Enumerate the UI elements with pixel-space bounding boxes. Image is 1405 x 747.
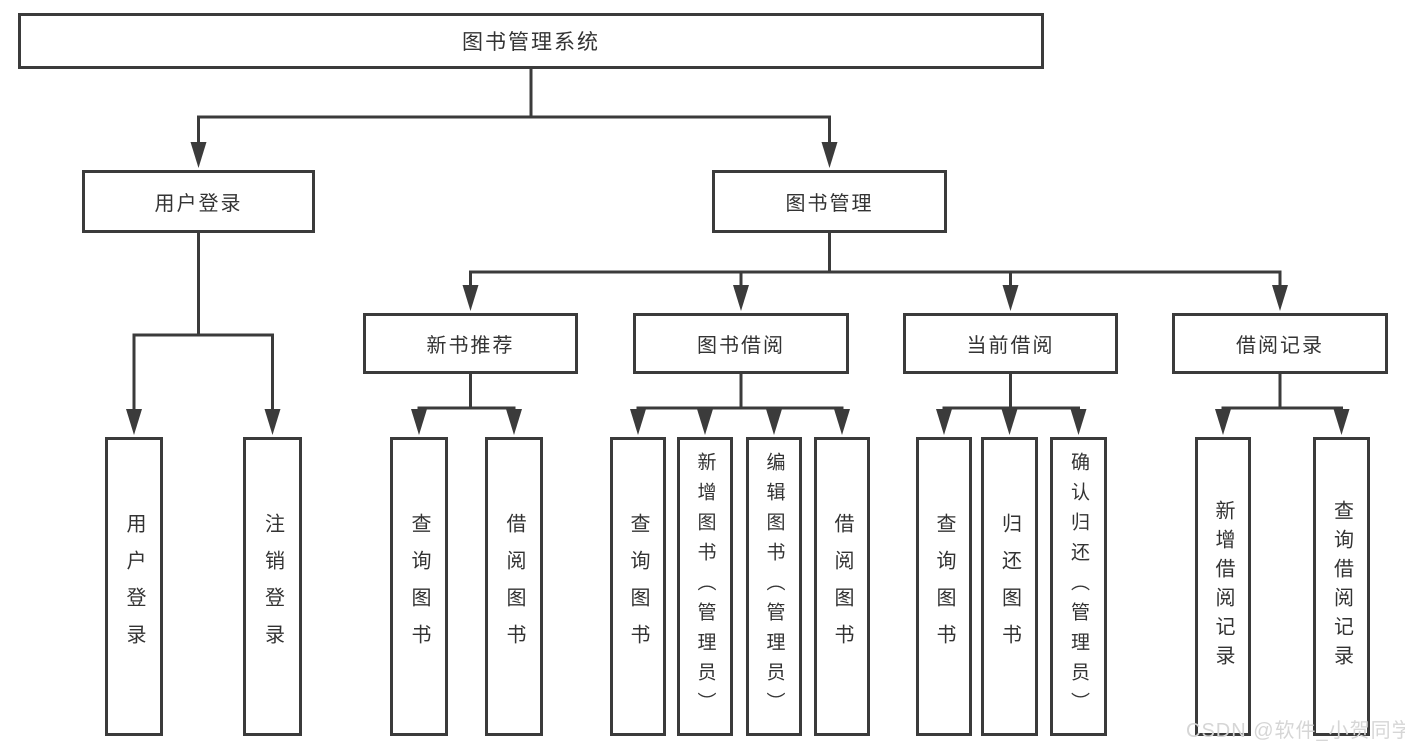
node-book-management-label: 图书管理 xyxy=(785,193,874,215)
node-user-login: 用户登录 xyxy=(82,170,315,233)
leaf-recommend-query-books-label: 查询图书 xyxy=(408,512,430,661)
leaf-recommend-query-books: 查询图书 xyxy=(390,437,448,736)
connector-root xyxy=(197,69,831,144)
leaf-add-books-admin: 新增图书（管理员） xyxy=(677,437,733,736)
connector-new-book-recommend xyxy=(417,374,516,412)
leaf-add-books-admin-label: 新增图书（管理员） xyxy=(694,451,716,722)
leaf-current-query-books-label: 查询图书 xyxy=(933,512,955,661)
node-root-label: 图书管理系统 xyxy=(462,31,600,54)
node-book-management: 图书管理 xyxy=(712,170,947,233)
watermark: CSDN @软件_小贺同学 xyxy=(1186,720,1405,742)
leaf-return-books: 归还图书 xyxy=(981,437,1038,736)
node-book-borrow: 图书借阅 xyxy=(633,313,849,374)
leaf-query-borrow-record-label: 查询借阅记录 xyxy=(1330,499,1353,674)
leaf-add-borrow-record: 新增借阅记录 xyxy=(1195,437,1251,736)
connector-current-borrow xyxy=(942,374,1080,412)
node-new-book-recommend-label: 新书推荐 xyxy=(426,335,515,357)
node-borrow-records-label: 借阅记录 xyxy=(1236,335,1324,357)
leaf-confirm-return-admin-label: 确认归还（管理员） xyxy=(1068,451,1089,722)
leaf-logout: 注销登录 xyxy=(243,437,302,736)
leaf-edit-books-admin: 编辑图书（管理员） xyxy=(746,437,802,736)
node-root: 图书管理系统 xyxy=(18,13,1044,69)
leaf-borrow-books: 借阅图书 xyxy=(814,437,870,736)
leaf-return-books-label: 归还图书 xyxy=(998,512,1021,661)
leaf-borrow-query-books-label: 查询图书 xyxy=(627,512,649,661)
leaf-logout-label: 注销登录 xyxy=(261,512,284,661)
connector-book-management xyxy=(469,233,1282,288)
connector-book-borrow xyxy=(636,374,844,412)
leaf-recommend-borrow-books-label: 借阅图书 xyxy=(503,512,525,661)
leaf-confirm-return-admin: 确认归还（管理员） xyxy=(1050,437,1107,736)
leaf-current-query-books: 查询图书 xyxy=(916,437,972,736)
node-current-borrow-label: 当前借阅 xyxy=(966,335,1055,357)
node-user-login-label: 用户登录 xyxy=(154,193,243,215)
leaf-add-borrow-record-label: 新增借阅记录 xyxy=(1212,499,1234,674)
leaf-borrow-query-books: 查询图书 xyxy=(610,437,666,736)
connector-user-login xyxy=(132,233,274,411)
leaf-user-login-label: 用户登录 xyxy=(123,512,145,661)
node-borrow-records: 借阅记录 xyxy=(1172,313,1388,374)
leaf-user-login: 用户登录 xyxy=(105,437,163,736)
node-book-borrow-label: 图书借阅 xyxy=(697,335,785,357)
connector-borrow-records xyxy=(1221,374,1343,412)
leaf-recommend-borrow-books: 借阅图书 xyxy=(485,437,543,736)
leaf-query-borrow-record: 查询借阅记录 xyxy=(1313,437,1370,736)
arrowheads xyxy=(126,142,1350,435)
leaf-edit-books-admin-label: 编辑图书（管理员） xyxy=(763,451,785,722)
node-current-borrow: 当前借阅 xyxy=(903,313,1118,374)
node-new-book-recommend: 新书推荐 xyxy=(363,313,578,374)
leaf-borrow-books-label: 借阅图书 xyxy=(831,512,853,661)
